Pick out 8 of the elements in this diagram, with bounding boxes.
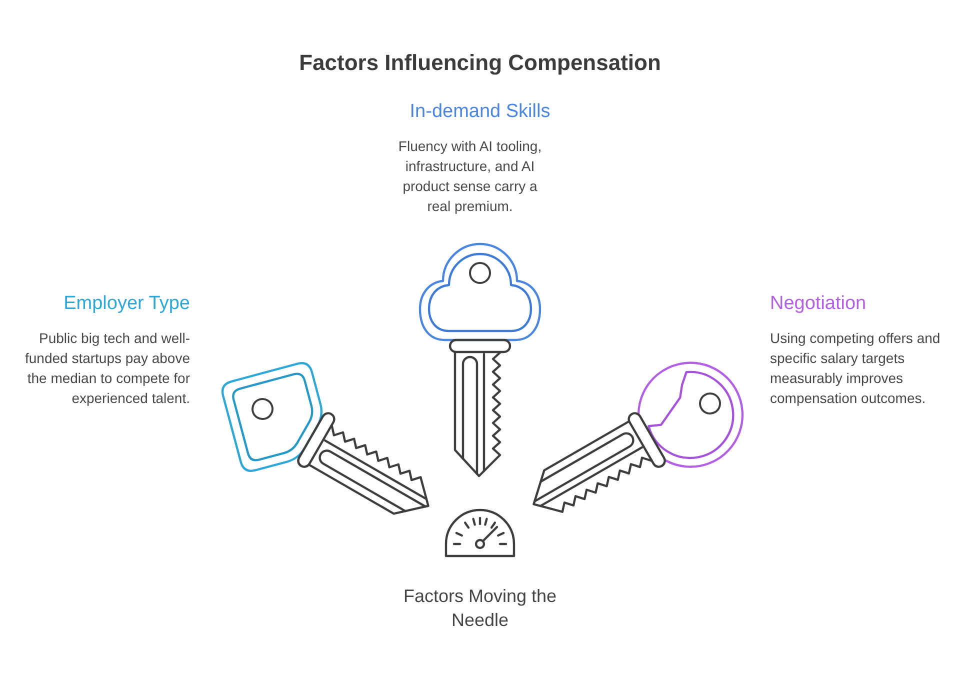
description: Public big tech and well-funded startups pay above the median to compete for experienced talent.: [24, 329, 190, 408]
description: Using competing offers and specific salary targets measurably improves compensation outcomes.: [770, 329, 942, 408]
description: Fluency with AI tooling, infrastructure, and AI product sense carry a real premium.: [397, 137, 543, 216]
heading: In-demand Skills: [410, 100, 550, 124]
heading: Negotiation: [770, 292, 866, 316]
title: Factors Influencing Compensation: [299, 49, 661, 77]
heading: Employer Type: [64, 292, 190, 316]
center-label: Factors Moving the Needle: [402, 585, 558, 632]
